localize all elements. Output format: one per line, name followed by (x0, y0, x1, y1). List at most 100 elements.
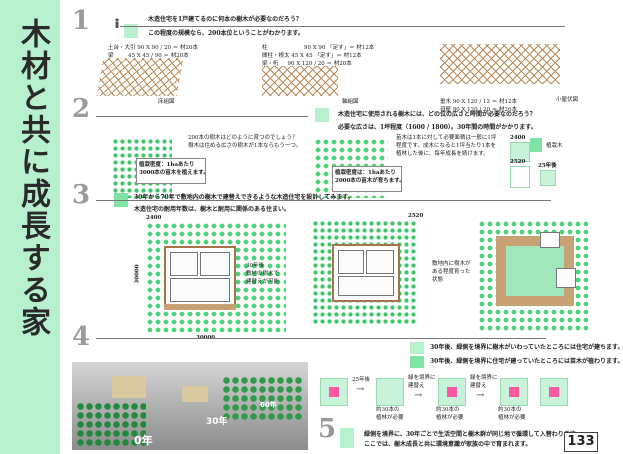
caption-axis: 軸組図 (342, 99, 359, 105)
spec-line: 垂木 90 X 120 / 12 ＝ 材12本 (440, 99, 518, 105)
note-line: 敷地内に樹木が (432, 261, 471, 267)
arrow-icon: → (476, 390, 485, 401)
floor-plan-b (332, 244, 400, 302)
section-3-question: 30年から70年で敷地内の樹木で建替えできるような木造住宅を設計してみます。 (134, 194, 354, 201)
model-house (112, 376, 146, 398)
divider (120, 26, 565, 27)
section-4-line-1: 30年後、緑側を境界に樹木がいわっていたところには住宅が建ちます。 (430, 344, 623, 351)
house-marker (447, 387, 457, 397)
divider (96, 116, 308, 117)
section-2-question: 木造住宅に使用される樹木には、どの位の広さと時間が必要なのだろう？ (338, 111, 536, 118)
house-marker (329, 387, 339, 397)
accent-swatch (410, 356, 424, 368)
spec-line: 土台・大引 90 X 90 / 20 ＝ 材20本 (108, 45, 199, 51)
axis-frame-drawing (262, 66, 338, 96)
cycle-plot (500, 378, 528, 406)
section-5-number: 5 (318, 414, 337, 444)
spec-line: 梁・桁 90 X 120 / 20 ＝ 材20本 (262, 61, 352, 67)
text-block-a: 200本の樹木はどのように育つのでしょう？ 樹木は住める広さの樹木が1本ならもう… (188, 134, 301, 150)
room (200, 252, 230, 276)
note-line: 建替えが可能 (246, 279, 280, 285)
box-line: 2000本の苗木が育ちます。 (335, 178, 405, 184)
section-4-line-2: 30年後、緑側を境界に住宅が建っていたところには苗木が植わります。 (430, 358, 623, 365)
text-line: 200本の樹木はどのように育つのでしょう？ (188, 135, 298, 141)
arrow-icon: → (414, 390, 423, 401)
sidebar-band (0, 0, 60, 454)
specs-right: 垂木 90 X 120 / 12 ＝ 材12本 母屋 90 X 120 / 20… (440, 98, 517, 114)
model-trees (76, 402, 146, 446)
note-line: ある程度育った (432, 269, 471, 275)
page-number: 133 (564, 432, 598, 452)
section-3-number: 3 (72, 180, 91, 210)
room (338, 276, 394, 296)
cycle-plot (320, 378, 348, 406)
spec-line: 間柱・根太 45 X 45 「足す」＝ 材12本 (262, 53, 362, 59)
box-line: 植栽密度：1haあたり (139, 162, 195, 168)
cycle-label: 約30本の 植林が必要 (498, 407, 526, 421)
house-marker (549, 387, 559, 397)
plant-swatch (530, 138, 542, 152)
cycle-plot (540, 378, 568, 406)
divider (96, 200, 551, 201)
text-line: 樹木は住める広さの樹木が1本ならもう一つ。 (188, 143, 302, 149)
plot-mini-a (510, 142, 530, 162)
age-0: 0年 (134, 434, 153, 447)
text-line: 程度です。成木になると1坪当たり1本を (396, 143, 496, 149)
dim-2520: 2520 (408, 213, 424, 219)
roof-frame-drawing (440, 44, 560, 84)
accent-swatch (315, 108, 329, 122)
section-5-line-1: 緑側を境界に、30年ごとで生活空間と樹木群が同じ地で循環して入替わります。 (364, 431, 582, 438)
note-a: 30年後 敷地の樹木で 建替えが可能 (246, 262, 279, 286)
section-4-number: 4 (72, 322, 91, 352)
accent-swatch (410, 342, 424, 354)
section-1-question: 木造住宅を1戸建てるのに何本の樹木が必要なのだろう？ (148, 16, 302, 23)
arrow-icon: → (356, 384, 365, 395)
house-marker (509, 387, 519, 397)
dim-label: 2400 (510, 135, 526, 141)
caption-floor: 床組図 (158, 99, 175, 105)
spec-line: 梁 45 X 45 / 90 ＝ 材20本 (108, 53, 189, 59)
spec-line: 母屋 90 X 120 / 20 ＝ 材20本 (440, 107, 518, 113)
model-trees (222, 376, 302, 420)
section-5-line-2: ここでは、樹木成長と共に環境意識が家族の中で育まれます。 (364, 441, 532, 448)
note-line: 状態 (432, 277, 444, 283)
dim-label: 2520 (510, 159, 526, 165)
model-house (182, 386, 208, 402)
section-2-answer: 必要な広さは、1坪程度（1600 / 1800）。30年間の時間がかかります。 (338, 124, 537, 131)
spec-line: 柱 90 X 90 「足す」＝ 材12本 (262, 45, 375, 51)
specs-left: 土台・大引 90 X 90 / 20 ＝ 材20本 梁 45 X 45 / 90… (108, 44, 198, 60)
divider (96, 338, 546, 339)
note-line: 30年後 (246, 263, 264, 269)
cycle-arrow: 25年後 (352, 377, 370, 383)
accent-swatch (340, 428, 354, 448)
model-photo (72, 362, 308, 450)
room (366, 250, 394, 274)
section-2-number: 2 (72, 94, 91, 124)
section-1-answer: この程度の規模なら、200本位ということがわかります。 (148, 30, 304, 37)
age-60: 60年 (260, 401, 277, 409)
page-title: 木材と共に成長する家 (15, 18, 50, 338)
text-line: 植林した後に、毎年成長を続けます。 (396, 151, 489, 157)
density-box-a: 植栽密度：1haあたり 3000本の苗木を植えます。 (136, 158, 209, 184)
plant-label: 植栽木 (546, 143, 563, 149)
cycle-plot (438, 378, 466, 406)
cycle-arrow: 緑を境界に 建替え (408, 375, 436, 389)
veranda (164, 304, 236, 310)
cycle-plot (376, 378, 404, 406)
plot-mini-b (510, 166, 530, 188)
dim-30000-vertical: 30000 (134, 264, 141, 284)
room (338, 250, 364, 274)
text-line: 苗木は1本に対して必要面積は一般に1坪 (396, 135, 497, 141)
age-label: 25年後 (538, 163, 557, 169)
cycle-label: 約30本の 植林が必要 (436, 407, 464, 421)
section-1-number: 1 (72, 6, 91, 36)
floor-plan-a (164, 246, 236, 308)
accent-swatch (124, 24, 138, 38)
section-3-answer: 木造住宅の耐用年数は、樹木と耐用に関係のある住まい。 (134, 206, 291, 213)
cycle-arrow: 緑を境界に 建替え (470, 375, 498, 389)
plot-mini-c (540, 170, 556, 186)
text-block-b: 苗木は1本に対して必要面積は一般に1坪 程度です。成木になると1坪当たり1本を … (396, 134, 496, 158)
room (540, 232, 560, 248)
box-line: 3000本の苗木を植えます。 (139, 170, 209, 176)
person-icon (114, 13, 120, 28)
